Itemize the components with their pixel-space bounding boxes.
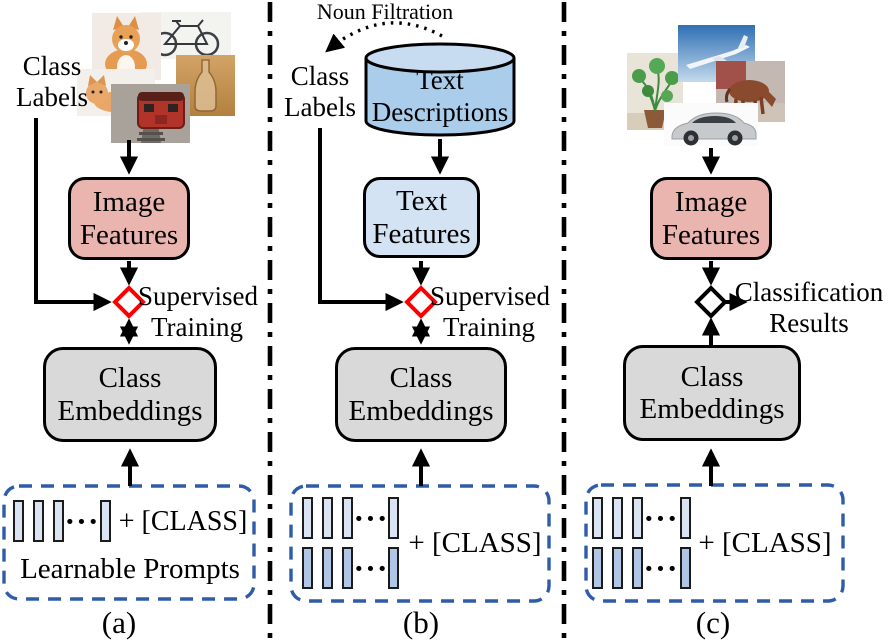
prompt-token-bar	[388, 547, 399, 589]
image-features-label-a: Image Features	[79, 186, 179, 251]
supervised-training-text-a: Supervised Training	[138, 281, 258, 342]
prompt-token-bar	[302, 547, 313, 589]
prompt-token-bar	[322, 497, 333, 539]
plus-class-text-a: + [CLASS]	[118, 506, 248, 537]
prompt-token-bar	[342, 497, 353, 539]
prompt-token-bar	[632, 547, 643, 589]
prompt-token-bar	[33, 500, 44, 542]
classification-results-text-c: Classification Results	[734, 277, 884, 338]
prompt-token-bar	[13, 500, 24, 542]
panel-caption-a: (a)	[101, 605, 137, 640]
plus-class-text-c: + [CLASS]	[698, 527, 832, 559]
class-embeddings-label-c: Class Embeddings	[639, 360, 785, 425]
prompt-token-bar	[388, 497, 399, 539]
prompt-token-bar	[632, 497, 643, 539]
ellipsis-dots-c1: ···	[643, 500, 679, 536]
ellipsis-dots-b2: ···	[353, 550, 389, 586]
noun-filtration-dotted-arrow	[325, 21, 443, 53]
learnable-prompts-text: Learnable Prompts	[20, 553, 240, 585]
ellipsis-dots-c2: ···	[643, 550, 679, 586]
photo-silver-car	[664, 103, 758, 146]
photo-red-train	[111, 84, 190, 143]
image-features-box-a: Image Features	[68, 177, 190, 260]
image-features-box-c: Image Features	[650, 177, 772, 260]
panel-caption-b: (b)	[402, 605, 440, 640]
class-embeddings-label-a: Class Embeddings	[57, 362, 203, 427]
photo-shiba-dog	[92, 13, 161, 80]
image-features-label-c: Image Features	[661, 186, 761, 251]
classification-junction-diamond-c	[694, 285, 728, 319]
supervised-training-text-b: Supervised Training	[430, 281, 550, 342]
class-embeddings-label-b: Class Embeddings	[348, 362, 494, 427]
noun-filtration-text: Noun Filtration	[316, 0, 454, 24]
ellipsis-dots-a: ···	[64, 503, 100, 539]
text-descriptions-label: Text Descriptions	[371, 65, 509, 128]
prompt-token-bar	[612, 547, 623, 589]
ellipsis-dots-b1: ···	[353, 500, 389, 536]
class-embeddings-box-c: Class Embeddings	[623, 345, 801, 441]
panel-caption-c: (c)	[695, 605, 731, 640]
prompt-token-bar	[592, 497, 603, 539]
prompt-token-bar	[592, 547, 603, 589]
text-features-box-b: Text Features	[363, 177, 480, 258]
plus-class-text-b: + [CLASS]	[408, 527, 542, 559]
class-embeddings-box-a: Class Embeddings	[43, 347, 217, 442]
class-labels-text-b: Class Labels	[284, 61, 356, 122]
prompt-token-bar	[322, 547, 333, 589]
class-labels-text-a: Class Labels	[16, 51, 88, 112]
prompt-token-bar	[342, 547, 353, 589]
class-embeddings-box-b: Class Embeddings	[335, 347, 507, 442]
prompt-token-bar	[53, 500, 64, 542]
prompt-token-bar	[302, 497, 313, 539]
prompt-token-bar	[612, 497, 623, 539]
text-features-label-b: Text Features	[372, 185, 471, 250]
